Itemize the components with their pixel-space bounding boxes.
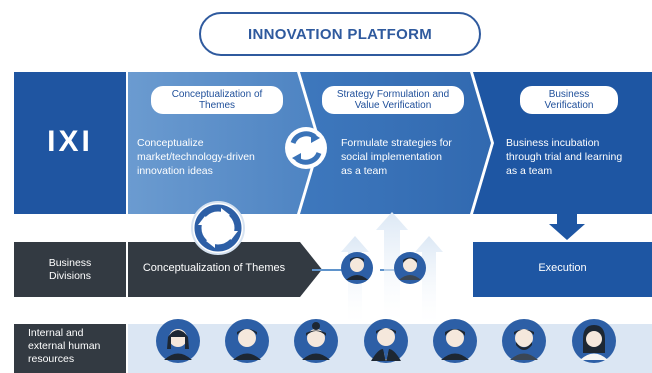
phase-2-label: Strategy Formulation and Value Verificat… bbox=[322, 86, 464, 114]
person-avatar-icon bbox=[502, 319, 546, 363]
conceptualization-arrow bbox=[128, 242, 322, 297]
phase-3-description: Business incubation through trial and le… bbox=[506, 137, 623, 177]
person-avatar-icon bbox=[364, 319, 408, 363]
cycle-icon bbox=[191, 201, 245, 255]
person-avatar-icon bbox=[394, 252, 426, 284]
phase-3-label: Business Verification bbox=[520, 86, 618, 114]
business-divisions-block bbox=[14, 242, 126, 297]
conceptualization-flow-label: Conceptualization of Themes bbox=[142, 262, 286, 274]
person-avatar-icon bbox=[156, 319, 200, 363]
person-avatar-icon bbox=[433, 319, 477, 363]
up-arrow-icon bbox=[376, 212, 408, 324]
phase-1-label: Conceptualization of Themes bbox=[151, 86, 283, 114]
person-avatar-icon bbox=[225, 319, 269, 363]
cycle-icon bbox=[285, 127, 327, 169]
down-arrow-icon bbox=[549, 214, 585, 240]
execution-block bbox=[473, 242, 652, 297]
person-avatar-icon bbox=[341, 252, 373, 284]
person-avatar-icon bbox=[294, 319, 338, 363]
phase-1-description: Conceptualize market/technology-driven i… bbox=[137, 137, 255, 177]
phase-2-description: Formulate strategies for social implemen… bbox=[341, 137, 452, 177]
platform-title: INNOVATION PLATFORM bbox=[199, 12, 481, 56]
execution-label: Execution bbox=[538, 262, 587, 274]
human-resources-block bbox=[14, 324, 126, 373]
human-resources-label: Internal and external human resources bbox=[28, 327, 101, 365]
brand-label: IXI bbox=[47, 125, 93, 158]
business-divisions-label: Business Divisions bbox=[48, 256, 92, 282]
person-avatar-icon bbox=[572, 319, 616, 363]
ixi-block bbox=[14, 72, 126, 214]
